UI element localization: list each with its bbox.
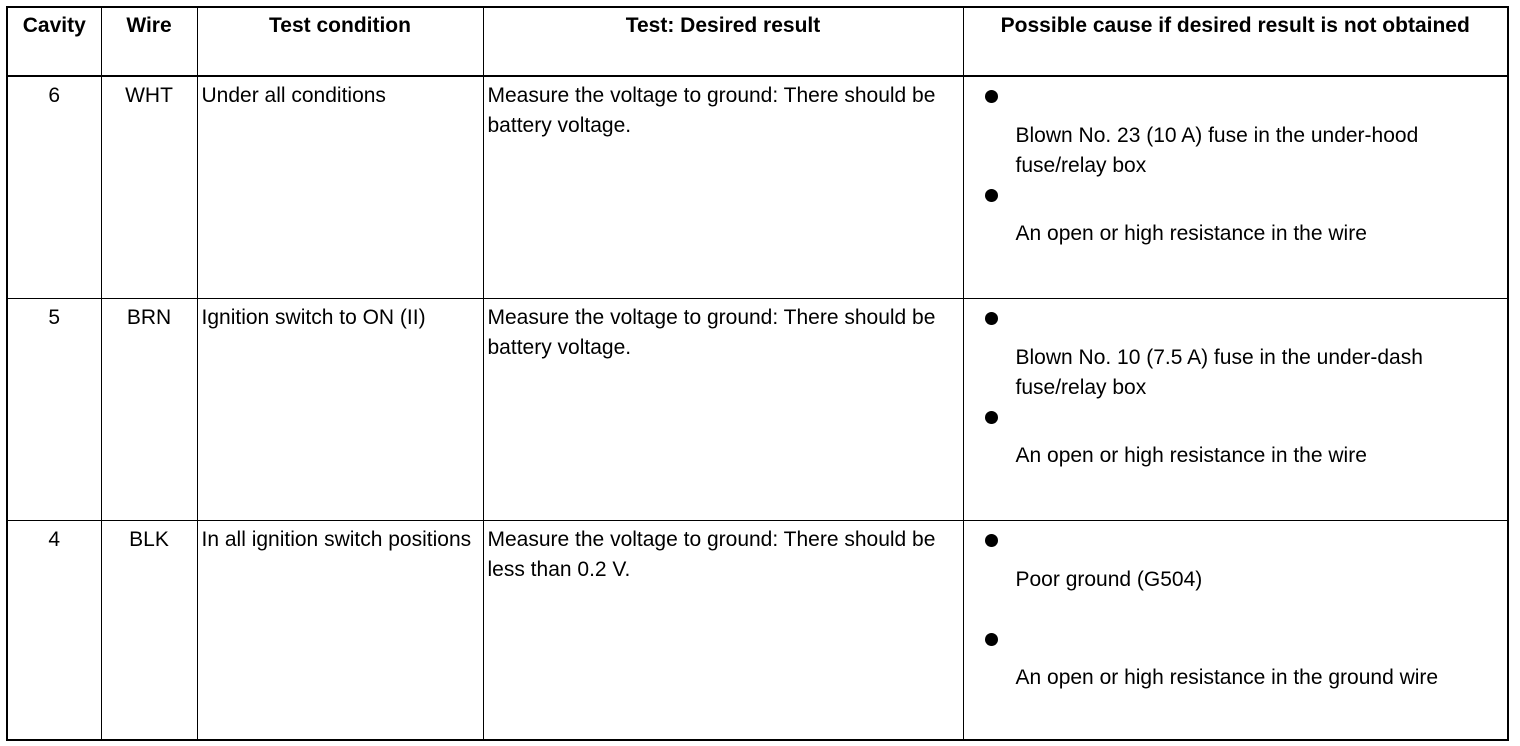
cause-text: Poor ground (G504) xyxy=(1015,567,1203,591)
cause-text: An open or high resistance in the ground… xyxy=(1015,665,1439,689)
table-row: 4 BLK In all ignition switch positions M… xyxy=(6,519,1509,741)
header-desired-result: Test: Desired result xyxy=(482,6,964,77)
cause-text: Blown No. 23 (10 A) fuse in the under-ho… xyxy=(1015,124,1419,177)
causes-cell: Poor ground (G504) An open or high resis… xyxy=(962,519,1509,741)
bullet-icon xyxy=(984,410,998,424)
result-cell: Measure the voltage to ground: There sho… xyxy=(482,297,964,521)
causes-cell: Blown No. 10 (7.5 A) fuse in the under-d… xyxy=(962,297,1509,521)
cavity-cell: 4 xyxy=(6,519,102,741)
cause-item: An open or high resistance in the wire xyxy=(964,407,1508,515)
result-cell: Measure the voltage to ground: There sho… xyxy=(482,75,964,299)
table-row: 5 BRN Ignition switch to ON (II) Measure… xyxy=(6,297,1509,521)
cause-item: An open or high resistance in the ground… xyxy=(964,629,1508,737)
cause-text: An open or high resistance in the wire xyxy=(1015,222,1367,245)
result-cell: Measure the voltage to ground: There sho… xyxy=(482,519,964,741)
cause-item: Blown No. 10 (7.5 A) fuse in the under-d… xyxy=(964,299,1508,407)
condition-cell: In all ignition switch positions xyxy=(196,519,484,741)
header-test-condition: Test condition xyxy=(196,6,484,77)
bullet-icon xyxy=(984,632,998,646)
cause-text: Blown No. 10 (7.5 A) fuse in the under-d… xyxy=(1015,345,1423,399)
wire-cell: WHT xyxy=(100,75,198,299)
cause-text: An open or high resistance in the wire xyxy=(1015,443,1367,467)
bullet-icon xyxy=(984,90,998,103)
cause-item: Poor ground (G504) xyxy=(964,521,1508,629)
cause-item: Blown No. 23 (10 A) fuse in the under-ho… xyxy=(964,77,1508,185)
cavity-cell: 6 xyxy=(6,75,102,299)
header-possible-cause: Possible cause if desired result is not … xyxy=(962,6,1509,77)
bullet-icon xyxy=(984,311,998,325)
table-row: 6 WHT Under all conditions Measure the v… xyxy=(6,75,1509,299)
condition-cell: Under all conditions xyxy=(196,75,484,299)
cavity-cell: 5 xyxy=(6,297,102,521)
header-cavity: Cavity xyxy=(6,6,102,77)
condition-cell: Ignition switch to ON (II) xyxy=(196,297,484,521)
cause-item: An open or high resistance in the wire xyxy=(964,185,1508,293)
wire-cell: BLK xyxy=(100,519,198,741)
test-table: Cavity Wire Test condition Test: Desired… xyxy=(6,6,1509,741)
bullet-icon xyxy=(984,533,998,547)
header-row: Cavity Wire Test condition Test: Desired… xyxy=(6,6,1509,77)
bullet-icon xyxy=(984,189,998,202)
wire-cell: BRN xyxy=(100,297,198,521)
causes-cell: Blown No. 23 (10 A) fuse in the under-ho… xyxy=(962,75,1509,299)
header-wire: Wire xyxy=(100,6,198,77)
